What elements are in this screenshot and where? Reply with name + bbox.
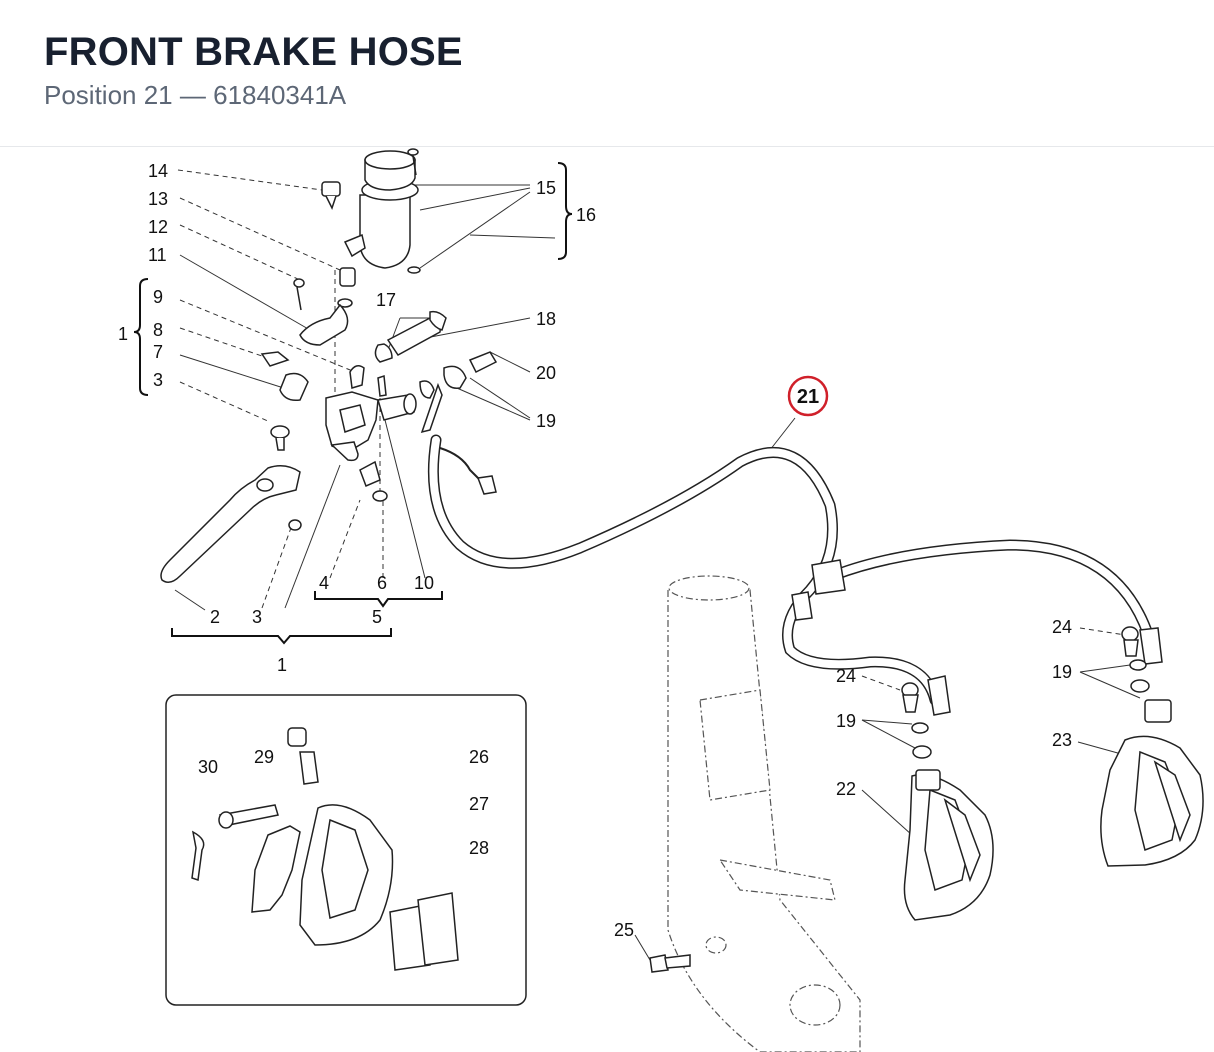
callout-11: 11 xyxy=(148,245,167,265)
highlight-ring-21 xyxy=(787,375,829,417)
page-title: FRONT BRAKE HOSE xyxy=(44,30,463,74)
callout-3-top: 3 xyxy=(153,370,163,390)
part-14-screw xyxy=(321,181,341,197)
part-20-banjo-bolt xyxy=(468,351,498,374)
part-13-grommet xyxy=(339,267,356,287)
callout-5: 5 xyxy=(372,607,382,627)
callout-lines xyxy=(174,169,1141,961)
callout-19-upper: 19 xyxy=(536,411,556,431)
part-8-bolt xyxy=(260,351,290,367)
page-subtitle: Position 21 — 61840341A xyxy=(44,80,346,111)
callout-27: 27 xyxy=(469,794,489,814)
callout-25: 25 xyxy=(614,920,634,940)
callout-23: 23 xyxy=(1052,730,1072,750)
subtitle-part-number: 61840341A xyxy=(213,80,347,110)
callout-24-right: 24 xyxy=(1052,617,1072,637)
front-brake-hose xyxy=(427,434,1163,716)
callout-19-right: 19 xyxy=(1052,662,1072,682)
brake-lever xyxy=(160,465,301,583)
part-7-clamp xyxy=(279,372,309,402)
part-12-screw xyxy=(293,278,305,288)
exploded-parts-diagram: 14 13 12 11 9 8 7 3 1 15 16 17 18 20 19 … xyxy=(118,148,1204,1052)
callout-26: 26 xyxy=(469,747,489,767)
callout-30: 30 xyxy=(198,757,218,777)
brake-fluid-reservoir xyxy=(343,148,421,274)
part-26-bleed-cap xyxy=(287,727,307,747)
part-5-switch xyxy=(359,460,381,487)
callout-1-bracket: 1 xyxy=(118,324,128,344)
callout-14: 14 xyxy=(148,161,168,181)
brake-light-connector xyxy=(476,475,497,495)
callout-22: 22 xyxy=(836,779,856,799)
callout-6: 6 xyxy=(377,573,387,593)
callout-10: 10 xyxy=(414,573,434,593)
part-25-bolt xyxy=(649,954,691,973)
part-27-bleed-valve xyxy=(299,751,319,785)
assembly-brackets xyxy=(133,162,573,645)
master-cylinder xyxy=(260,181,498,531)
callout-7: 7 xyxy=(153,342,163,362)
callout-3-bottom: 3 xyxy=(252,607,262,627)
caliper-kit-inset xyxy=(165,694,527,1006)
subtitle-separator: — xyxy=(172,80,214,110)
fork-leg xyxy=(667,575,861,1052)
callout-17: 17 xyxy=(376,290,396,310)
callout-12: 12 xyxy=(148,217,168,237)
part-3-pin xyxy=(270,425,290,439)
part-10-screw xyxy=(377,374,387,397)
callout-8: 8 xyxy=(153,320,163,340)
callout-labels: 14 13 12 11 9 8 7 3 1 15 16 17 18 20 19 … xyxy=(118,161,1072,940)
callout-1-bottom: 1 xyxy=(277,655,287,675)
page-header: FRONT BRAKE HOSE Position 21 — 61840341A xyxy=(0,0,1214,147)
part-28-pad-2 xyxy=(417,892,459,966)
callout-28: 28 xyxy=(469,838,489,858)
part-29-spring xyxy=(251,825,301,913)
callout-16: 16 xyxy=(576,205,596,225)
part-11-bracket xyxy=(299,303,349,346)
part-24-bolt-right xyxy=(1121,626,1139,642)
callout-9: 9 xyxy=(153,287,163,307)
callout-18: 18 xyxy=(536,309,556,329)
part-30-clip xyxy=(191,830,205,881)
callout-2: 2 xyxy=(210,607,220,627)
part-9-fitting xyxy=(349,365,365,389)
hose-junction-fitting xyxy=(811,559,846,595)
subtitle-position: Position 21 xyxy=(44,80,173,110)
callout-29: 29 xyxy=(254,747,274,767)
callout-21-highlighted: 21 xyxy=(797,386,819,408)
callout-13: 13 xyxy=(148,189,168,209)
callout-24-left: 24 xyxy=(836,666,856,686)
callout-15: 15 xyxy=(536,178,556,198)
callout-19-left: 19 xyxy=(836,711,856,731)
caliper-left xyxy=(901,682,994,921)
callout-20: 20 xyxy=(536,363,556,383)
caliper-right xyxy=(1100,626,1204,867)
callout-4: 4 xyxy=(319,573,329,593)
